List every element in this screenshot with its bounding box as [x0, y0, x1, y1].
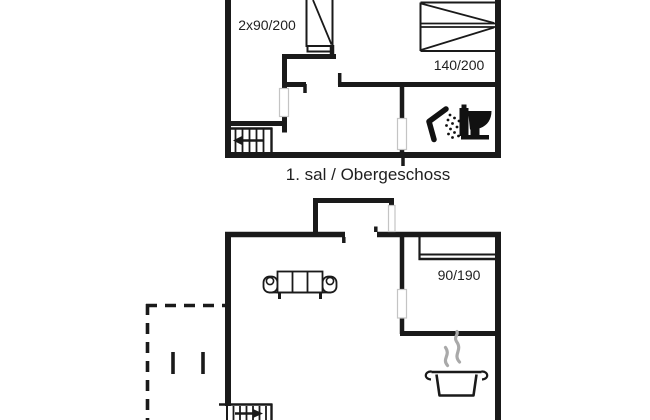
- ground-outer-walls: [225, 226, 501, 420]
- shower-icon: [426, 106, 465, 143]
- upper-floor-plan: 2x90/200 140/200: [225, 0, 501, 184]
- terrace-dashed-outline: [145, 303, 225, 420]
- upper-floor-caption: 1. sal / Obergeschoss: [286, 165, 450, 184]
- door-opening-marker: [387, 204, 396, 233]
- door-opening-marker: [278, 87, 290, 118]
- stairs-direction-arrow: [233, 135, 263, 146]
- cooking-pot-icon: [424, 329, 489, 397]
- toilet-icon: [459, 104, 492, 140]
- single-bed-icon: [305, 0, 334, 53]
- ground-floor-plan: 90/190: [145, 198, 501, 420]
- door-opening-marker: [396, 288, 408, 319]
- upper-door-markers: [278, 87, 408, 151]
- upper-interior-walls: [225, 45, 496, 166]
- double-bed-icon: [419, 1, 495, 52]
- upper-outer-walls: [225, 0, 501, 158]
- ground-bed-label: 90/190: [438, 267, 481, 283]
- sofa-icon: [262, 270, 338, 299]
- terrace-marks: [171, 352, 205, 374]
- ground-bedroom-walls: [399, 237, 501, 336]
- ground-bed-icon: [418, 237, 496, 261]
- stairs-up-icon: [219, 403, 273, 420]
- stairs-direction-arrow: [235, 409, 263, 418]
- door-opening-marker: [396, 117, 408, 151]
- vestibule-walls: [313, 198, 394, 237]
- bed-single-label: 2x90/200: [238, 17, 296, 33]
- stairs-down-icon: [228, 127, 273, 153]
- steam-icon: [443, 329, 462, 368]
- bed-double-label: 140/200: [434, 57, 485, 73]
- ground-door-markers: [387, 204, 408, 319]
